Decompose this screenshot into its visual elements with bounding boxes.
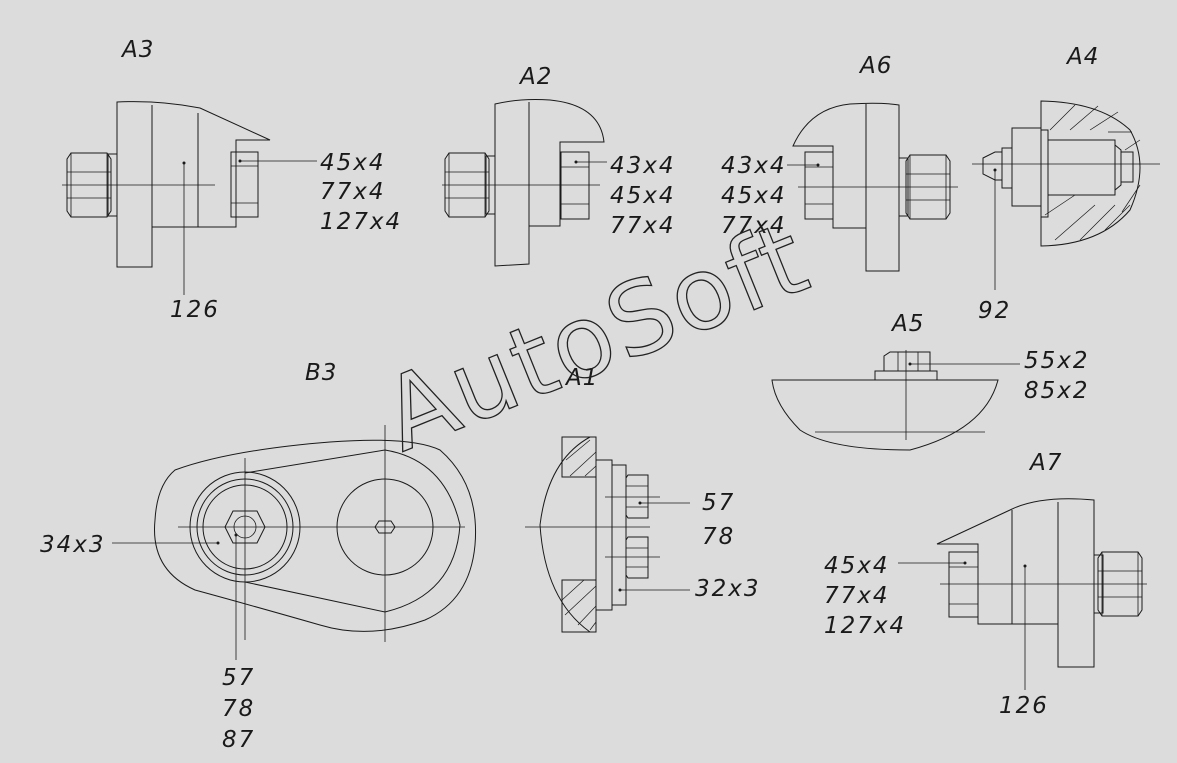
label-a5-1: 55x2 bbox=[1024, 348, 1090, 374]
autosoft-watermark: AutoSoft bbox=[367, 199, 824, 474]
view-a1-title: A1 bbox=[564, 365, 598, 391]
label-a3-1: 45x4 bbox=[320, 150, 386, 176]
label-a6-3: 77x4 bbox=[721, 213, 787, 239]
view-a2-title: A2 bbox=[518, 64, 552, 90]
label-a2-2: 45x4 bbox=[610, 183, 676, 209]
label-a6-1: 43x4 bbox=[721, 153, 787, 179]
label-a7-bottom: 126 bbox=[999, 693, 1049, 719]
label-a7-2: 77x4 bbox=[824, 583, 890, 609]
view-a6-title: A6 bbox=[858, 53, 892, 79]
label-a5-2: 85x2 bbox=[1024, 378, 1090, 404]
view-a5-title: A5 bbox=[890, 311, 924, 337]
label-a4-bottom: 92 bbox=[978, 298, 1011, 324]
label-a2-3: 77x4 bbox=[610, 213, 676, 239]
hatching-a1 bbox=[561, 436, 597, 633]
label-a3-bottom: 126 bbox=[170, 297, 220, 323]
label-a7-1: 45x4 bbox=[824, 553, 890, 579]
view-a7-title: A7 bbox=[1028, 450, 1062, 476]
label-b3-3: 87 bbox=[222, 727, 255, 753]
label-b3-2: 78 bbox=[222, 696, 255, 722]
label-a3-3: 127x4 bbox=[320, 209, 402, 235]
hatching-a4 bbox=[1044, 104, 1141, 241]
view-a7: A7 45x4 77x4 127x4 126 bbox=[824, 450, 1147, 719]
label-a1-bottom: 32x3 bbox=[695, 576, 761, 602]
view-a3-title: A3 bbox=[120, 37, 154, 63]
label-a6-2: 45x4 bbox=[721, 183, 787, 209]
view-b3: B3 34x3 57 78 87 bbox=[40, 360, 477, 753]
label-b3-side: 34x3 bbox=[40, 532, 106, 558]
view-a5: A5 55x2 85x2 bbox=[771, 311, 1090, 451]
view-a4: A4 92 bbox=[972, 44, 1160, 324]
label-a2-1: 43x4 bbox=[610, 153, 676, 179]
label-b3-1: 57 bbox=[222, 665, 255, 691]
view-a4-title: A4 bbox=[1065, 44, 1099, 70]
view-b3-title: B3 bbox=[305, 360, 337, 386]
label-a1-2: 78 bbox=[702, 524, 735, 550]
label-a7-3: 127x4 bbox=[824, 613, 906, 639]
label-a1-1: 57 bbox=[702, 490, 735, 516]
view-a6: A6 43x4 45x4 77x4 bbox=[721, 53, 958, 272]
label-a3-2: 77x4 bbox=[320, 179, 386, 205]
view-a2: A2 43x4 45x4 77x4 bbox=[442, 64, 676, 267]
view-a1: A1 57 78 32x3 bbox=[525, 365, 761, 633]
view-a3: A3 45x4 77x4 127x4 126 bbox=[62, 37, 402, 323]
